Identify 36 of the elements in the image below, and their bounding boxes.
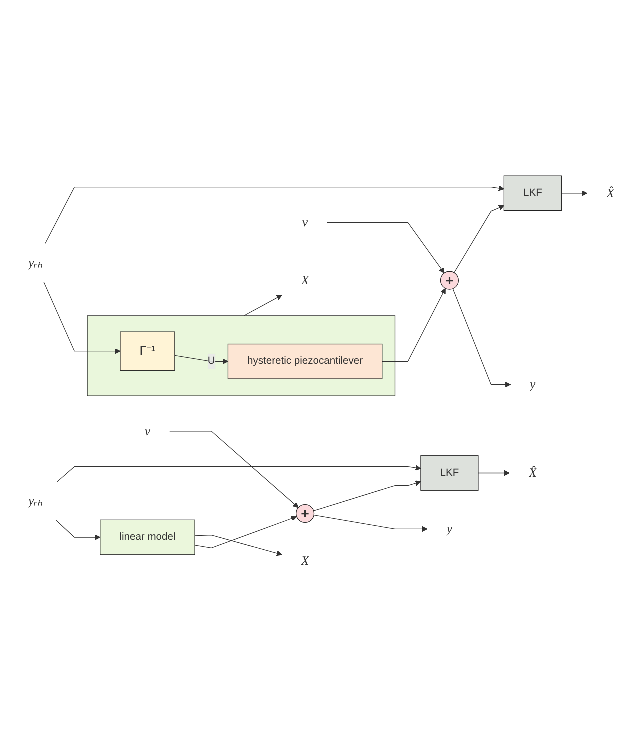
node-box: linear model — [100, 520, 196, 556]
arrow — [382, 288, 446, 362]
node-text: y — [530, 378, 536, 392]
node-text: yᵣₕ — [28, 256, 42, 270]
node-circle: + — [296, 504, 315, 524]
node-box: LKF — [420, 456, 479, 492]
arrow — [478, 470, 510, 476]
arrow — [244, 295, 282, 316]
arrow — [327, 222, 445, 274]
arrow — [454, 205, 504, 274]
arrow — [56, 520, 101, 540]
node-box: LKF — [504, 176, 562, 212]
node-text: v — [144, 424, 151, 439]
node-text: v — [302, 216, 308, 230]
arrow — [314, 515, 428, 532]
node-text: X — [301, 554, 310, 569]
arrow — [194, 535, 282, 556]
arrow — [57, 465, 422, 482]
edge-label: U — [208, 356, 216, 367]
node-text: X̂ — [528, 466, 537, 480]
arrow — [314, 480, 422, 512]
arrow — [194, 516, 298, 549]
arrow — [174, 356, 228, 365]
node-box: hysteretic piezocantilever — [228, 344, 383, 380]
arrow — [170, 431, 299, 508]
node-text: X — [301, 274, 310, 288]
node-box: Γ⁻¹ — [120, 332, 176, 372]
arrow — [452, 288, 512, 388]
cluster — [87, 316, 396, 396]
arrow — [561, 190, 588, 196]
node-text: X̂ — [606, 186, 615, 201]
node-text: yᵣₕ — [28, 494, 42, 508]
arrow — [44, 282, 121, 354]
node-circle: + — [440, 271, 459, 290]
node-text: y — [446, 522, 453, 536]
arrow — [45, 186, 504, 244]
